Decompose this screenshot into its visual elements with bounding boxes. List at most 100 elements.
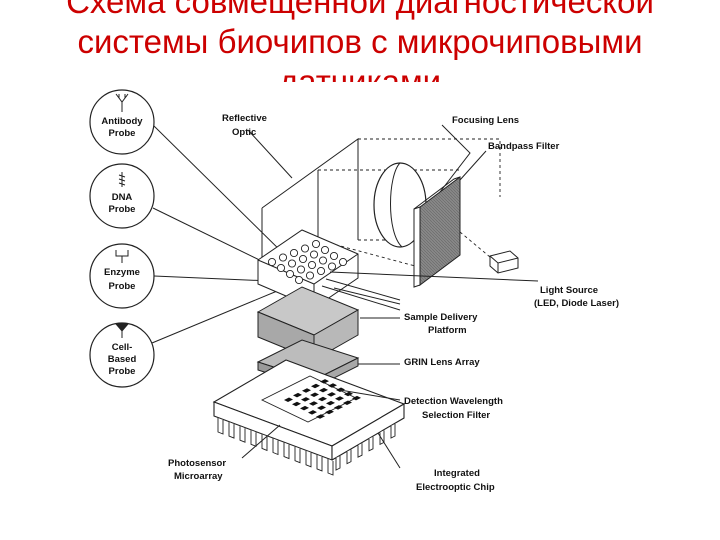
photosensor-cell [300,405,309,411]
chip-pin [327,459,334,476]
well [267,257,277,267]
cell-based-probe: Cell- Based Probe [89,322,155,388]
chip-pin [305,450,312,468]
probe-leader-lines [151,125,293,344]
photosensor-cell [328,383,337,388]
page-title: Схема совмещенной диагностической систем… [0,0,720,82]
chip-pin [316,454,323,472]
photosensor-cell [301,397,310,402]
cell-probe-label-2: Based [108,354,137,365]
well [285,269,295,279]
chip-pin [294,446,301,464]
photosensor-cell [293,392,302,398]
well-grid [267,239,348,285]
photosensor-cell [316,414,325,419]
photosensor-cell [334,405,343,410]
enzyme-icon [115,250,129,263]
dna-probe: DNA Probe [89,163,155,229]
photosensor-cell [317,405,326,410]
well [316,266,326,276]
sample-well-plate [257,229,539,311]
photosensor-grid [284,379,361,419]
well [305,271,315,280]
photosensor-cell [343,400,352,405]
cell-icon [114,323,130,338]
chip-pin [239,426,246,443]
title-line-2: системы биочипов с микрочиповыми [77,23,643,60]
bandpass-filter-label: Bandpass Filter [488,141,560,152]
diagram-labels: Reflective Optic Focusing Lens Bandpass … [168,113,619,493]
well [287,259,297,268]
sample-delivery-label-2: Platform [428,325,467,336]
photosensor-label-1: Photosensor [168,458,226,469]
electrooptic-chip [212,359,406,476]
chip-pin [272,438,279,456]
cell-probe-label-1: Cell- [112,342,133,353]
enzyme-probe: Enzyme Probe [89,243,155,309]
chip-pin [346,449,352,465]
chip-pin [261,434,268,452]
well [318,256,328,265]
photosensor-cell [320,379,329,384]
dna-probe-label-1: DNA [112,192,133,203]
photosensor-cell [325,409,334,415]
antibody-probe: Antibody Probe [89,89,155,155]
photosensor-cell [327,392,336,397]
chip-pin [357,443,363,458]
reflective-optic-label-1: Reflective [222,113,267,124]
chip-pin [228,422,235,439]
photosensor-cell [308,410,317,415]
well [300,244,310,253]
photosensor-cell [344,391,353,397]
title-line-3: датчиками [278,63,442,82]
well [276,263,286,273]
photosensor-cell [311,383,320,389]
chip-label-1: Integrated [434,468,480,479]
well [296,265,306,274]
sample-delivery-label-1: Sample Delivery [404,312,478,323]
photosensor-cell [319,387,328,393]
title-line-1: Схема совмещенной диагностической [66,0,654,20]
antibody-icon [115,93,129,112]
photosensor-label-2: Microarray [174,471,223,482]
enzyme-probe-label-1: Enzyme [104,267,140,278]
well [289,248,299,258]
well [327,262,337,271]
well [311,239,321,249]
chip-pins [217,418,396,476]
focusing-lens-label: Focusing Lens [452,115,519,126]
well [338,257,348,267]
antibody-probe-label-1: Antibody [101,116,143,127]
dna-icon [118,172,126,187]
photosensor-cell [318,396,327,402]
chip-label-2: Electrooptic Chip [416,482,495,493]
well [307,260,317,270]
dna-probe-label-2: Probe [109,204,136,215]
antibody-probe-label-2: Probe [109,128,136,139]
chip-pin [368,436,374,452]
bandpass-filter [413,176,461,288]
photosensor-cell [335,396,344,401]
detection-filter-label-2: Selection Filter [422,410,490,421]
chip-pin [250,430,257,447]
enzyme-probe-label-2: Probe [109,281,136,292]
photosensor-cell [292,401,301,407]
photosensor-cell [352,395,361,401]
well [329,251,339,261]
well [309,250,319,259]
photosensor-cell [302,388,311,393]
cell-probe-label-3: Probe [109,366,136,377]
label-leader-lines [241,124,487,469]
photosensor-cell [310,392,319,397]
detection-filter-label-1: Detection Wavelength [404,396,503,407]
reflective-optic-label-2: Optic [232,127,256,138]
well [320,245,330,255]
photosensor-cell [284,397,293,402]
chip-pin [283,442,290,460]
photosensor-cell [309,401,318,406]
well [298,254,308,264]
light-source [459,231,519,274]
photosensor-cell [326,400,335,406]
chip-pin [217,418,224,435]
